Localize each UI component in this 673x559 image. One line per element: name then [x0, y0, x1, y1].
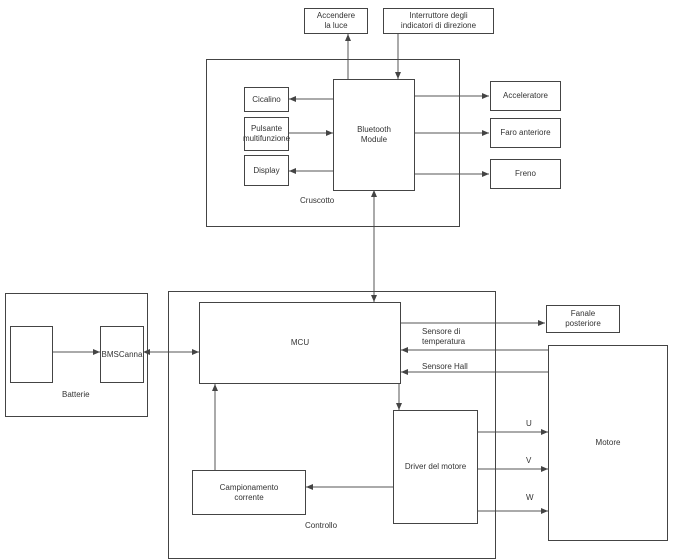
block-battery-cell [10, 326, 53, 383]
label-sensore-temperatura: Sensore di temperatura [422, 327, 466, 346]
label-phase-u: U [526, 419, 532, 428]
block-freno: Freno [490, 159, 561, 189]
group-batterie [5, 293, 148, 417]
block-acceleratore: Acceleratore [490, 81, 561, 111]
label-controllo: Controllo [305, 521, 338, 530]
group-cruscotto [206, 59, 460, 227]
block-cicalino: Cicalino [244, 87, 289, 112]
label-phase-v: V [526, 456, 532, 465]
block-bluetooth-module: Bluetooth Module [333, 79, 415, 191]
label-phase-w: W [526, 493, 534, 502]
block-interruttore-indicatori: Interruttore degli indicatori di direzio… [383, 8, 494, 34]
block-driver-motore: Driver del motore [393, 410, 478, 524]
label-batterie: Batterie [62, 390, 90, 399]
label-cruscotto: Cruscotto [300, 196, 335, 205]
block-motore: Motore [548, 345, 668, 541]
block-bms: BMSCanna [100, 326, 144, 383]
block-mcu: MCU [199, 302, 401, 384]
label-sensore-hall: Sensore Hall [422, 362, 468, 371]
block-faro-anteriore: Faro anteriore [490, 118, 561, 148]
block-accendere-luce: Accendere la luce [304, 8, 368, 34]
block-fanale-posteriore: Fanale posteriore [546, 305, 620, 333]
block-pulsante-multifunzione: Pulsante multifunzione [243, 117, 290, 151]
block-campionamento-corrente: Campionamento corrente [192, 470, 306, 515]
block-display: Display [244, 155, 289, 186]
